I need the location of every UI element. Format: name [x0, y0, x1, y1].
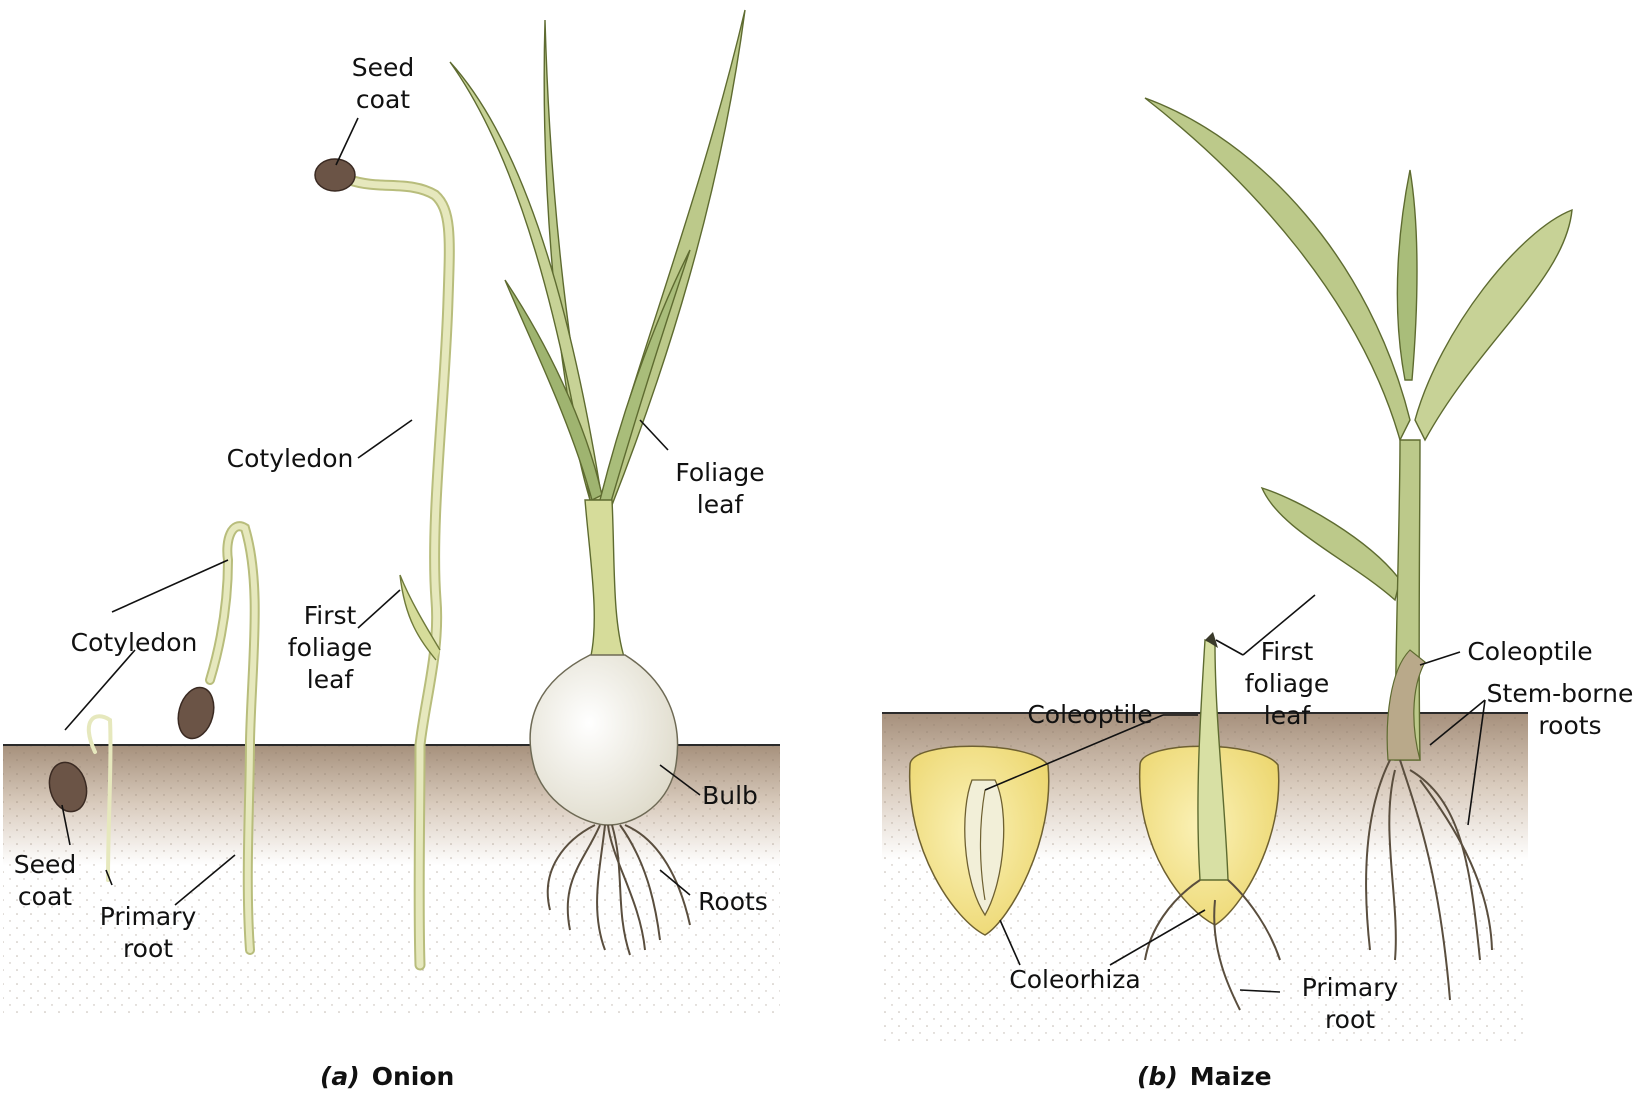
- onion-roots: [546, 824, 691, 956]
- label-first-foliage-leaf: foliage: [1245, 669, 1330, 698]
- onion-stage-1: [48, 714, 113, 882]
- maize-kernel-1: [908, 745, 1050, 936]
- seed-coat-icon: [314, 158, 356, 192]
- seed-coat-icon: [177, 686, 215, 740]
- maize-roots: [1365, 759, 1493, 1001]
- maize-leaf: [1396, 169, 1418, 381]
- onion-leaders: [61, 117, 701, 906]
- label-cotyledon-left: Cotyledon: [71, 628, 198, 657]
- caption-letter: (b): [1137, 1062, 1178, 1091]
- label-seed-coat-bottom: coat: [18, 882, 72, 911]
- caption-name: Onion: [372, 1062, 455, 1091]
- maize-kernel-2: [1138, 632, 1281, 1011]
- maize-leaf: [1144, 97, 1411, 442]
- label-seed-coat-bottom: Seed: [14, 850, 77, 879]
- label-primary-root: root: [1325, 1005, 1375, 1034]
- label-first-foliage-leaf: leaf: [1264, 701, 1312, 730]
- maize-plant: [1144, 97, 1573, 1001]
- maize-leaders: [984, 594, 1486, 993]
- label-foliage-leaf: leaf: [697, 490, 745, 519]
- maize-coleoptile: [1386, 649, 1426, 761]
- label-stem-borne-roots: Stem-borne: [1487, 679, 1634, 708]
- label-foliage-leaf: Foliage: [675, 458, 764, 487]
- maize-leaf: [1260, 486, 1401, 602]
- caption-letter: (a): [320, 1062, 360, 1091]
- label-seed-coat-top: Seed: [352, 53, 415, 82]
- label-first-foliage-leaf: leaf: [307, 665, 355, 694]
- label-first-foliage-leaf: foliage: [288, 633, 373, 662]
- label-coleorhiza: Coleorhiza: [1009, 965, 1140, 994]
- onion-stage-4: [449, 9, 746, 956]
- seed-coat-icon: [48, 761, 88, 813]
- label-coleoptile-left: Coleoptile: [1027, 700, 1152, 729]
- onion-stage-2: [177, 521, 260, 955]
- label-primary-root: root: [123, 934, 173, 963]
- label-bulb: Bulb: [702, 781, 758, 810]
- onion-stage-3: [314, 158, 455, 971]
- panel-onion: Seed coat Cotyledon Cotyledon First foli…: [3, 9, 780, 1091]
- caption-maize: (b) Maize: [1137, 1062, 1272, 1091]
- panel-maize: Coleoptile First foliage leaf Coleoptile…: [882, 97, 1633, 1091]
- label-roots: Roots: [698, 887, 768, 916]
- onion-leaf: [504, 279, 603, 502]
- label-primary-root: Primary: [100, 902, 197, 931]
- label-primary-root: Primary: [1302, 973, 1399, 1002]
- caption-name: Maize: [1190, 1062, 1272, 1091]
- label-coleoptile-right: Coleoptile: [1467, 637, 1592, 666]
- label-first-foliage-leaf: First: [304, 601, 357, 630]
- label-seed-coat-top: coat: [356, 85, 410, 114]
- caption-onion: (a) Onion: [320, 1062, 454, 1091]
- maize-labels: Coleoptile First foliage leaf Coleoptile…: [1009, 637, 1633, 1034]
- maize-leaf: [1414, 208, 1573, 442]
- onion-labels: Seed coat Cotyledon Cotyledon First foli…: [14, 53, 768, 963]
- label-stem-borne-roots: roots: [1538, 711, 1601, 740]
- label-cotyledon-mid: Cotyledon: [227, 444, 354, 473]
- label-first-foliage-leaf: First: [1261, 637, 1314, 666]
- onion-leaf: [599, 249, 691, 507]
